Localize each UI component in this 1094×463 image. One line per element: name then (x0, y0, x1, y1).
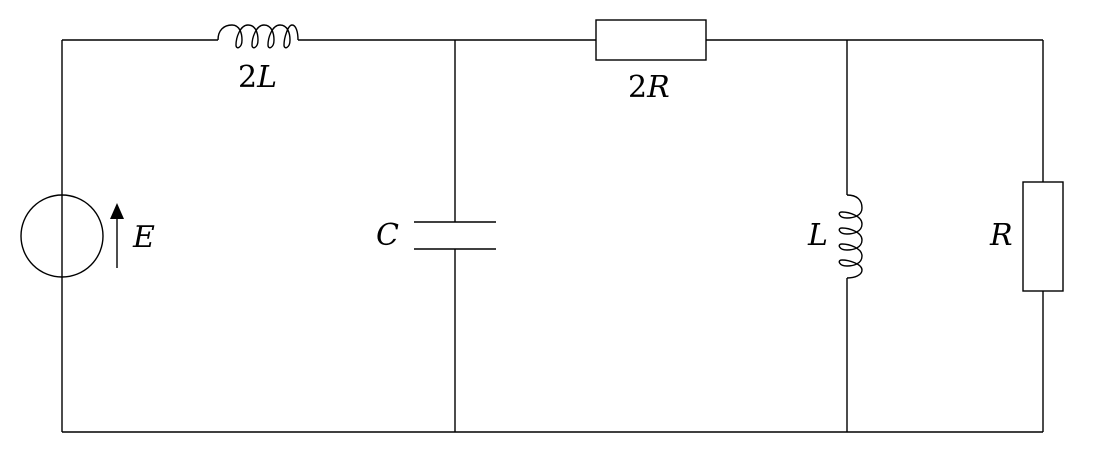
inductor-coil-icon (217, 24, 299, 49)
capacitor-label: C (376, 218, 399, 253)
capacitor: C (376, 218, 496, 253)
series-resistor-label: 2R (628, 70, 670, 105)
shunt-inductor-coil-icon (838, 194, 863, 279)
shunt-inductor-label: L (807, 218, 828, 253)
wires (61, 39, 1044, 433)
shunt-resistor: R (989, 181, 1064, 292)
series-inductor: 2L (217, 24, 299, 95)
shunt-resistor-body (1022, 181, 1064, 292)
series-resistor-body (595, 19, 707, 61)
source-label: E (132, 220, 155, 255)
shunt-resistor-label: R (989, 218, 1013, 253)
voltage-source: E (20, 194, 155, 278)
series-resistor: 2R (595, 19, 707, 105)
source-arrow-icon (110, 203, 124, 219)
series-inductor-label: 2L (238, 60, 277, 95)
shunt-inductor: L (807, 194, 863, 279)
